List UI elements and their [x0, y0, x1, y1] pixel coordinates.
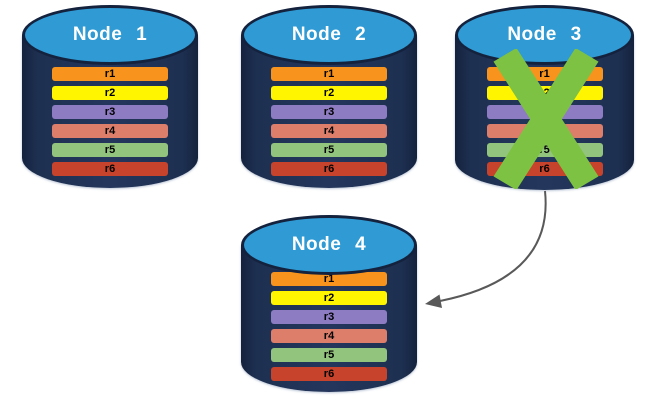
replica-row-r1: r1	[271, 272, 387, 286]
replica-row-label: r5	[539, 143, 550, 156]
replica-row-r4: r4	[52, 124, 168, 138]
replica-row-label: r6	[323, 367, 335, 380]
replica-rows: r1 r2 r3 r4 r5 r6	[241, 67, 417, 176]
replica-row-r6: r6	[271, 367, 387, 381]
replica-row-label: r3	[104, 105, 116, 118]
db-node-4: r1 r2 r3 r4 r5 r6 Node 4	[241, 215, 417, 392]
replica-row-label: r1	[104, 67, 116, 80]
replica-row-label: r4	[323, 124, 335, 137]
replica-row-label: r2	[323, 291, 335, 304]
replica-rows: r1 r2 r3 r4 r5 r6	[241, 272, 417, 381]
replica-row-r2: r2	[52, 86, 168, 100]
replica-row-label: r5	[323, 348, 335, 361]
replica-row-r4: r4	[271, 124, 387, 138]
failed-x-icon	[493, 49, 599, 189]
failover-arrowhead-icon	[425, 294, 442, 308]
replica-row-label: r1	[539, 67, 550, 80]
replica-row-r5: r5	[52, 143, 168, 157]
replica-row-label: r3	[323, 105, 335, 118]
replica-row-label: r1	[323, 272, 335, 285]
cylinder-top: Node 3	[455, 5, 634, 65]
replica-rows: r1 r2 r3 r4 r5 r6	[22, 67, 198, 176]
replica-row-r6: r6	[52, 162, 168, 176]
replica-row-r2: r2	[271, 291, 387, 305]
db-node-2: r1 r2 r3 r4 r5 r6 Node 2	[241, 5, 417, 188]
cylinder-top: Node 4	[241, 215, 417, 275]
replica-row-label: r5	[323, 143, 335, 156]
failover-arrow-line	[439, 190, 547, 302]
node-label: Node 2	[291, 24, 367, 45]
node-label: Node 4	[291, 234, 367, 255]
replica-row-r3: r3	[52, 105, 168, 119]
replica-row-r1: r1	[271, 67, 387, 81]
replica-row-label: r6	[323, 162, 335, 175]
replica-row-label: r2	[104, 86, 116, 99]
replica-row-label: r4	[104, 124, 116, 137]
replica-row-r5: r5	[271, 143, 387, 157]
replica-row-label: r6	[104, 162, 116, 175]
replica-row-label: r1	[323, 67, 335, 80]
replica-row-r2: r2	[271, 86, 387, 100]
db-node-1: r1 r2 r3 r4 r5 r6 Node 1	[22, 5, 198, 188]
replica-row-label: r6	[539, 162, 550, 175]
replica-row-label: r5	[104, 143, 116, 156]
replica-row-r1: r1	[52, 67, 168, 81]
replica-row-label: r4	[323, 329, 335, 342]
replica-row-r4: r4	[271, 329, 387, 343]
replica-row-r6: r6	[271, 162, 387, 176]
replica-row-r5: r5	[271, 348, 387, 362]
replica-row-label: r3	[323, 310, 335, 323]
node-label: Node 1	[72, 24, 148, 45]
cylinder-top: Node 2	[241, 5, 417, 65]
replica-row-r3: r3	[271, 105, 387, 119]
cylinder-top: Node 1	[22, 5, 198, 65]
node-label: Node 3	[507, 24, 582, 45]
replica-row-r3: r3	[271, 310, 387, 324]
replica-row-label: r2	[323, 86, 335, 99]
